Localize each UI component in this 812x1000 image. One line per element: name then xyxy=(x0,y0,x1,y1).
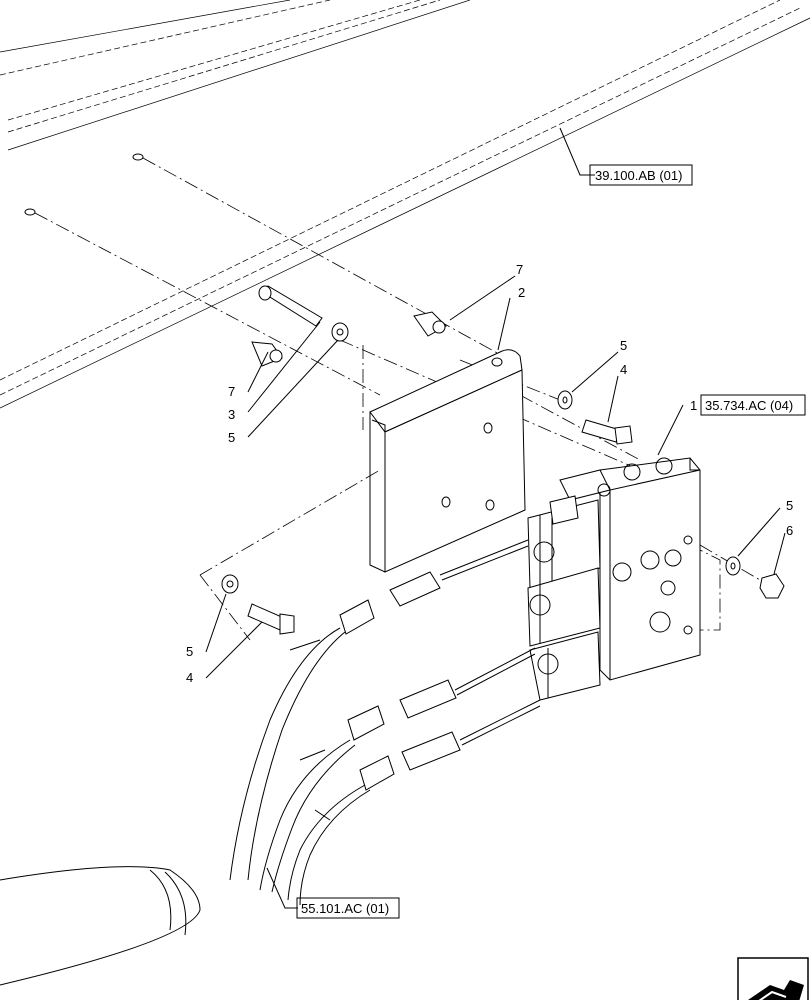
solenoid-coils xyxy=(527,495,601,701)
callout-labels: 1 2 3 4 4 5 5 5 5 6 7 7 xyxy=(186,262,793,685)
callout-5-left: 5 xyxy=(228,430,235,445)
callout-5-right: 5 xyxy=(786,498,793,513)
callout-3: 3 xyxy=(228,407,235,422)
callout-4-upper: 4 xyxy=(620,362,627,377)
bracket-part-2 xyxy=(369,349,526,573)
wire-harness xyxy=(0,627,371,986)
reference-box-valve[interactable]: 35.734.AC (04) xyxy=(700,394,806,416)
callout-1: 1 xyxy=(690,398,697,413)
callout-4-lower: 4 xyxy=(186,670,193,685)
reference-valve[interactable]: 35.734.AC (04) xyxy=(705,398,793,413)
callout-6: 6 xyxy=(786,523,793,538)
valve-body-part-1 xyxy=(559,457,701,681)
frame-rails xyxy=(0,0,811,409)
next-page-arrow-icon[interactable] xyxy=(737,957,809,1000)
callout-5-upper-right: 5 xyxy=(620,338,627,353)
reference-frame[interactable]: 39.100.AB (01) xyxy=(595,168,682,183)
callout-7-left: 7 xyxy=(228,384,235,399)
connectors xyxy=(339,571,461,791)
callout-5-lower-left: 5 xyxy=(186,644,193,659)
reference-box-frame[interactable]: 39.100.AB (01) xyxy=(589,164,693,186)
leader-lines xyxy=(205,127,786,909)
coil-wires xyxy=(439,539,541,746)
callout-7-right: 7 xyxy=(516,262,523,277)
callout-2: 2 xyxy=(518,285,525,300)
reference-harness[interactable]: 55.101.AC (01) xyxy=(301,901,389,916)
frame-holes xyxy=(24,153,144,216)
reference-box-harness[interactable]: 55.101.AC (01) xyxy=(296,897,400,919)
fasteners xyxy=(221,285,785,635)
